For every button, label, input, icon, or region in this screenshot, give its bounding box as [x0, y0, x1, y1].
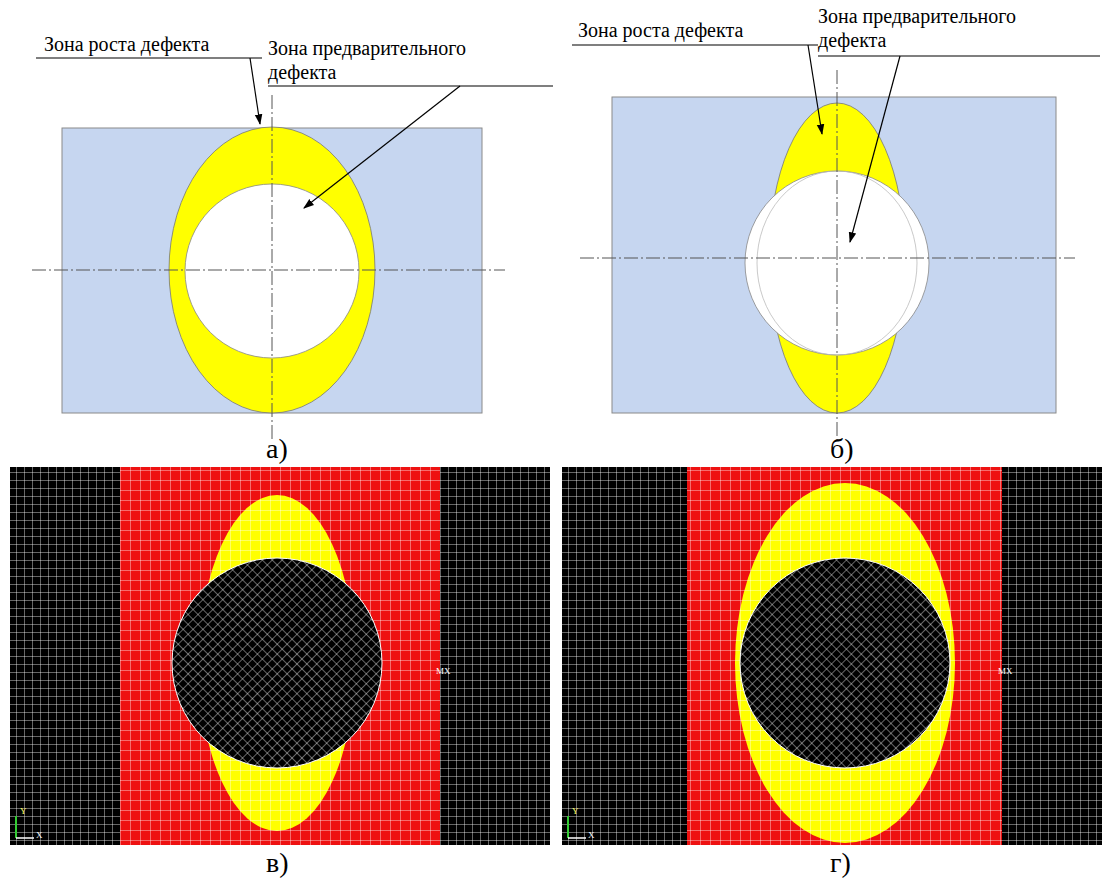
zone-label: Зона роста дефекта	[578, 18, 743, 42]
panel-d	[562, 467, 1102, 845]
axis-mark: Y	[572, 806, 579, 817]
zone-label: Зона предварительного дефекта	[818, 4, 1043, 52]
axis-mark: MX	[998, 666, 1013, 677]
panel-b	[572, 45, 1100, 440]
panel-letter: а)	[266, 432, 288, 466]
zone-label: Зона предварительного дефекта	[268, 36, 493, 84]
axis-mark: MX	[436, 666, 451, 677]
axis-mark: X	[36, 830, 43, 841]
axis-mark: X	[588, 830, 595, 841]
panel-c	[10, 467, 550, 845]
zone-label: Зона роста дефекта	[44, 32, 209, 56]
axis-mark: Y	[20, 806, 27, 817]
panel-a	[32, 58, 553, 440]
panel-letter: г)	[830, 846, 851, 880]
panel-letter: в)	[266, 846, 289, 880]
panel-letter: б)	[830, 432, 854, 466]
